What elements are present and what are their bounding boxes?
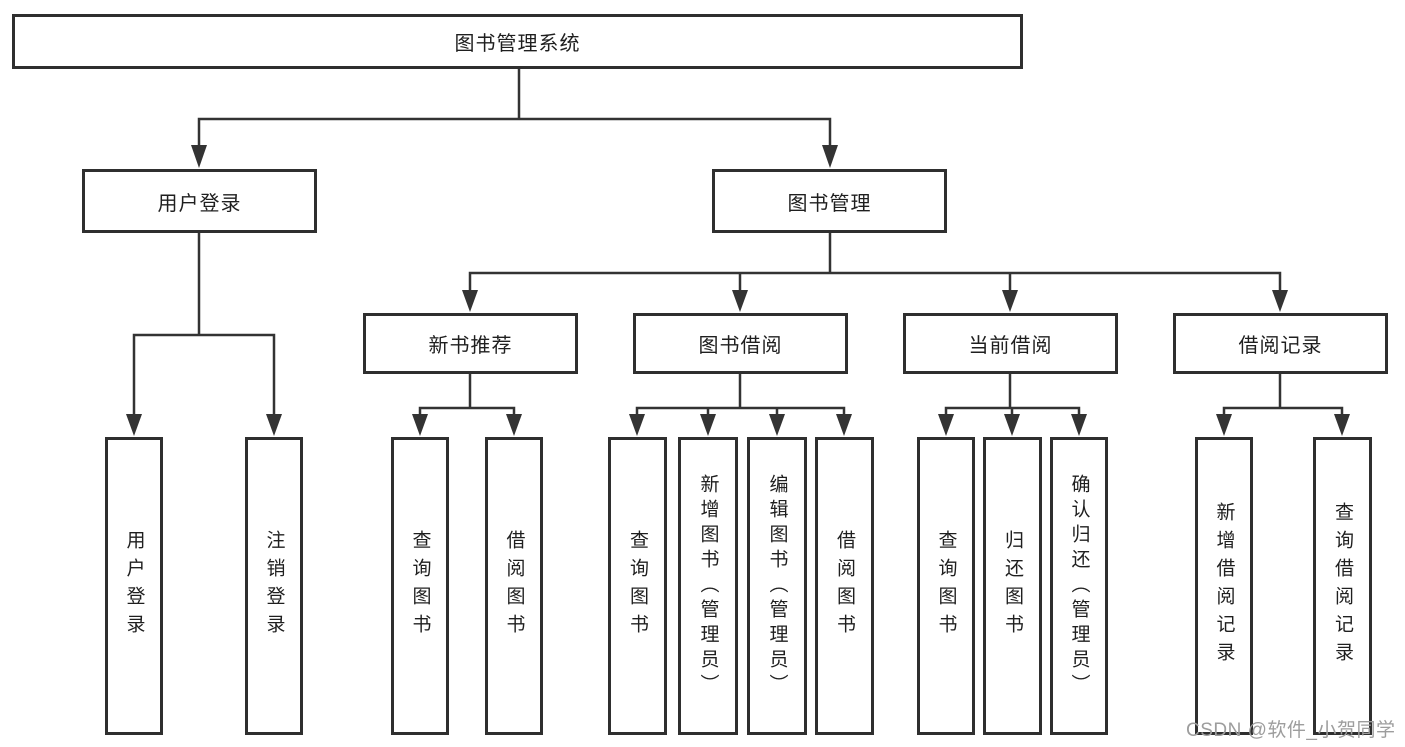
node-borrow-records-label: 借阅记录 bbox=[1238, 335, 1323, 357]
csdn-watermark: CSDN @软件_小贺同学 bbox=[1186, 720, 1396, 741]
arrowhead-icons bbox=[126, 145, 1350, 436]
leaf-query-books-current: 查询图书 bbox=[917, 437, 975, 735]
leaf-add-borrow-record: 新增借阅记录 bbox=[1195, 437, 1253, 735]
leaf-confirm-return-admin-label: 确认归还（管理员） bbox=[1068, 473, 1090, 699]
leaf-borrow-books-recommend-label: 借阅图书 bbox=[503, 530, 525, 642]
leaf-logout: 注销登录 bbox=[245, 437, 303, 735]
leaf-logout-label: 注销登录 bbox=[263, 530, 285, 642]
leaf-borrow-books-borrow: 借阅图书 bbox=[815, 437, 874, 735]
leaf-query-books-borrow: 查询图书 bbox=[608, 437, 667, 735]
leaf-user-login: 用户登录 bbox=[105, 437, 163, 735]
leaf-query-borrow-record: 查询借阅记录 bbox=[1313, 437, 1372, 735]
node-new-book-recommend-label: 新书推荐 bbox=[428, 335, 513, 357]
node-new-book-recommend: 新书推荐 bbox=[363, 313, 578, 374]
node-book-borrow-label: 图书借阅 bbox=[698, 335, 783, 357]
node-book-management-label: 图书管理 bbox=[787, 192, 872, 215]
leaf-add-books-admin-label: 新增图书（管理员） bbox=[697, 473, 719, 699]
leaf-borrow-books-recommend: 借阅图书 bbox=[485, 437, 543, 735]
node-book-borrow: 图书借阅 bbox=[633, 313, 848, 374]
leaf-query-books-current-label: 查询图书 bbox=[935, 530, 957, 642]
leaf-return-books-label: 归还图书 bbox=[1002, 530, 1023, 642]
leaf-borrow-books-borrow-label: 借阅图书 bbox=[834, 530, 855, 642]
node-root: 图书管理系统 bbox=[12, 14, 1023, 69]
tree-edges bbox=[132, 67, 1344, 416]
leaf-add-borrow-record-label: 新增借阅记录 bbox=[1213, 502, 1235, 670]
leaf-query-books-borrow-label: 查询图书 bbox=[627, 530, 648, 642]
leaf-query-borrow-record-label: 查询借阅记录 bbox=[1332, 502, 1353, 670]
node-book-management: 图书管理 bbox=[712, 169, 947, 233]
leaf-return-books: 归还图书 bbox=[983, 437, 1042, 735]
node-root-label: 图书管理系统 bbox=[454, 33, 581, 55]
node-user-login: 用户登录 bbox=[82, 169, 317, 233]
node-current-borrow-label: 当前借阅 bbox=[968, 335, 1053, 357]
leaf-add-books-admin: 新增图书（管理员） bbox=[678, 437, 738, 735]
leaf-query-books-recommend: 查询图书 bbox=[391, 437, 449, 735]
leaf-confirm-return-admin: 确认归还（管理员） bbox=[1050, 437, 1108, 735]
leaf-query-books-recommend-label: 查询图书 bbox=[409, 530, 431, 642]
node-user-login-label: 用户登录 bbox=[157, 192, 242, 215]
leaf-edit-books-admin: 编辑图书（管理员） bbox=[747, 437, 807, 735]
node-current-borrow: 当前借阅 bbox=[903, 313, 1118, 374]
node-borrow-records: 借阅记录 bbox=[1173, 313, 1388, 374]
leaf-user-login-label: 用户登录 bbox=[123, 530, 145, 642]
leaf-edit-books-admin-label: 编辑图书（管理员） bbox=[766, 473, 788, 699]
